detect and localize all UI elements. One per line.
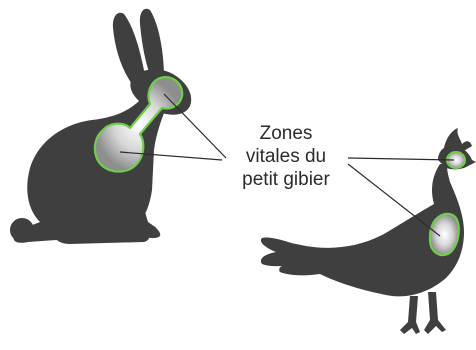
label-line-2: vitales du	[224, 145, 348, 168]
vital-zones-label: Zones vitales du petit gibier	[224, 122, 348, 191]
grouse-chest-vital-zone	[430, 214, 459, 255]
grouse-leg-right	[424, 292, 446, 334]
label-line-1: Zones	[224, 122, 348, 145]
leader-line-grouse-chest	[348, 164, 440, 236]
leader-line-hare-head	[164, 94, 226, 158]
hare-silhouette	[10, 9, 191, 244]
grouse-leg-left	[400, 296, 420, 334]
grouse-tail	[261, 237, 304, 266]
label-line-3: petit gibier	[224, 168, 348, 191]
hare-tail	[10, 218, 34, 242]
